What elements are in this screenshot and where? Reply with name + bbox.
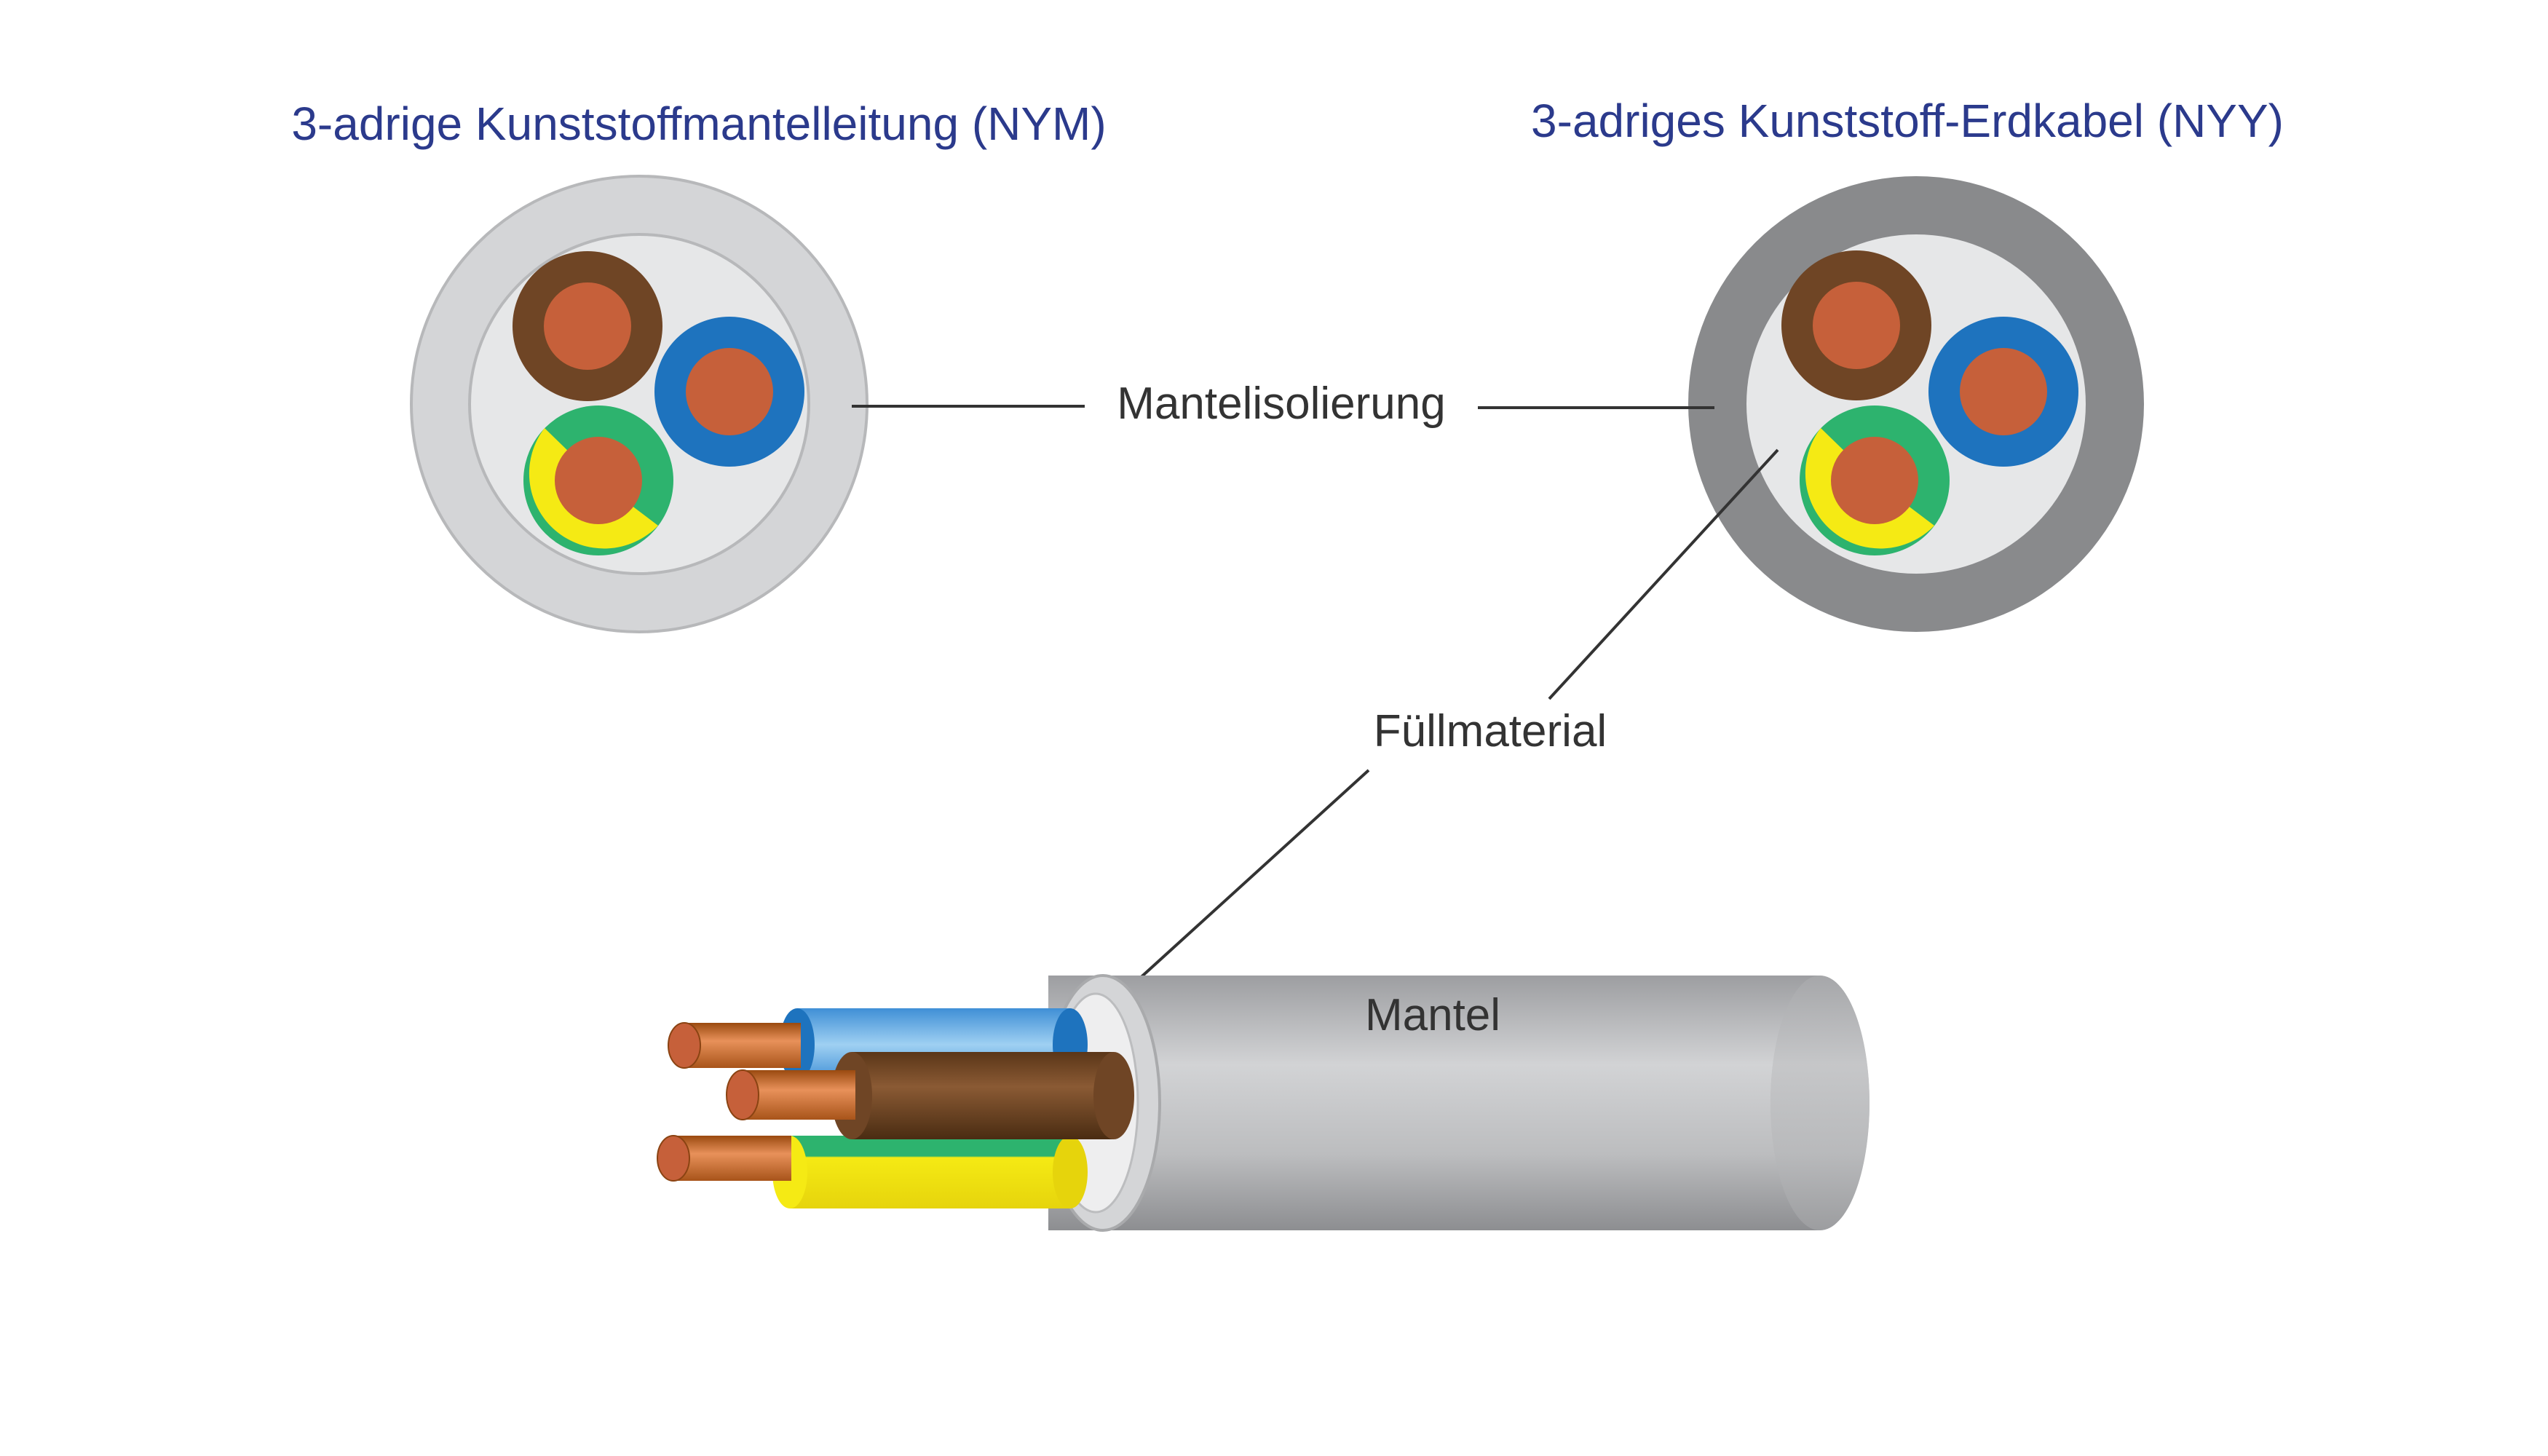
title-nym: 3-adrige Kunststoffmantelleitung (NYM) — [291, 98, 1106, 150]
label-mantel: Mantel — [1365, 990, 1500, 1040]
label-fuellmaterial: Füllmaterial — [1374, 706, 1607, 756]
nym-cross-section-icon — [410, 175, 869, 633]
title-nyy: 3-adriges Kunststoff-Erdkabel (NYY) — [1531, 95, 2284, 147]
nyy-cross-section-icon — [1688, 176, 2144, 632]
label-mantelisolierung: Mantelisolierung — [1117, 379, 1445, 429]
cable-side-view-icon — [657, 974, 1870, 1232]
leader-line-fuellmaterial-top — [1548, 448, 1779, 700]
